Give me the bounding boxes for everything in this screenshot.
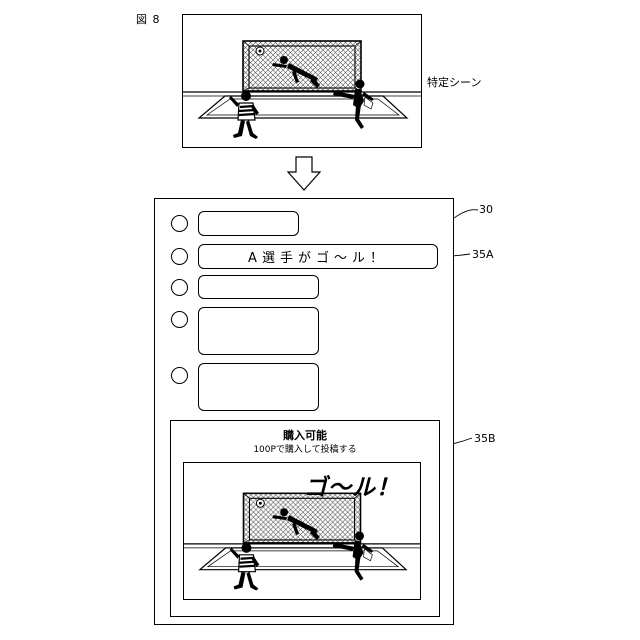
avatar[interactable]: [171, 248, 188, 265]
callout-lines: [454, 0, 640, 640]
highlight-comment-bubble[interactable]: A選手がゴ～ル！: [198, 244, 438, 269]
avatar[interactable]: [171, 279, 188, 296]
down-arrow-icon: [286, 156, 322, 192]
specific-scene-image: [182, 14, 422, 148]
goal-overlay-text: ゴ～ル！: [304, 468, 400, 502]
avatar[interactable]: [171, 367, 188, 384]
soccer-scene-illustration: [183, 15, 422, 148]
comment-bubble[interactable]: [198, 211, 299, 236]
highlight-ref-label: 35A: [472, 248, 494, 261]
comment-bubble[interactable]: [198, 275, 319, 299]
screen-ref-label: 30: [479, 203, 493, 216]
purchase-title: 購入可能: [170, 427, 440, 443]
comment-bubble[interactable]: [198, 363, 319, 411]
purchase-subtitle[interactable]: 100Pで購入して投稿する: [170, 442, 440, 455]
comment-bubble[interactable]: [198, 307, 319, 355]
figure-label: 図 8: [136, 11, 161, 27]
avatar[interactable]: [171, 215, 188, 232]
avatar[interactable]: [171, 311, 188, 328]
purchase-ref-label: 35B: [474, 432, 496, 445]
